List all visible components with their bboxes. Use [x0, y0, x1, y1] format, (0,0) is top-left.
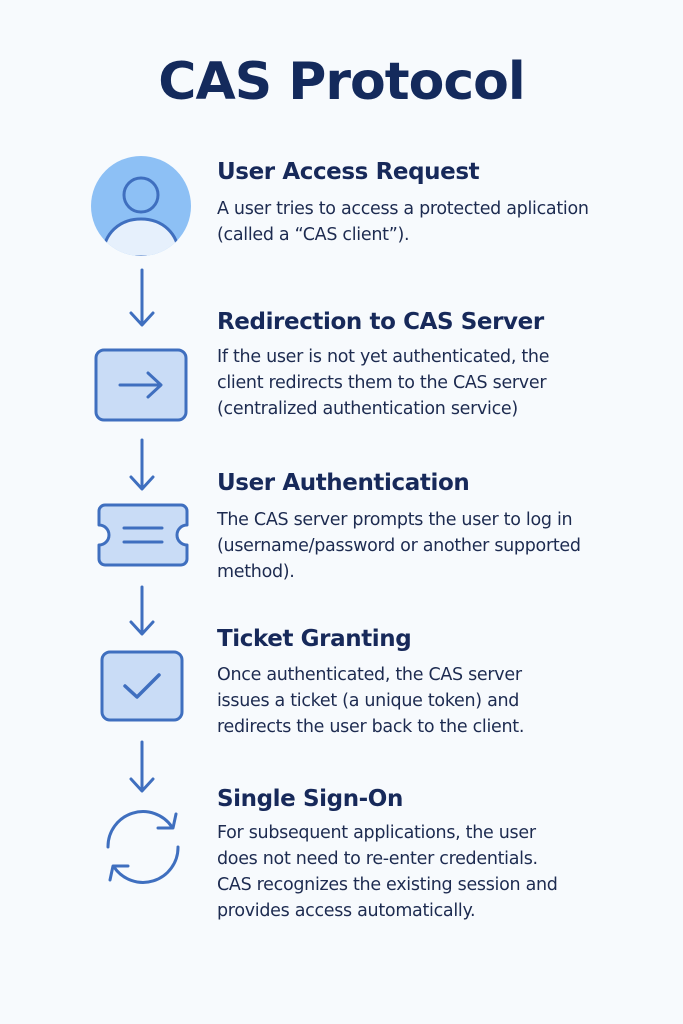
refresh-cycle-icon	[102, 806, 184, 888]
ticket-icon	[97, 503, 189, 567]
description-line: CAS recognizes the existing session and	[217, 875, 558, 895]
description-line: For subsequent applications, the user	[217, 823, 536, 843]
description-line: provides access automatically.	[217, 901, 476, 921]
step-description-ticket-granting: Once authenticated, the CAS server issue…	[217, 662, 657, 740]
step-description-single-sign-on: For subsequent applications, the user do…	[217, 820, 657, 924]
step-description-user-access-request: A user tries to access a protected aplic…	[217, 196, 657, 248]
arrow-right-box-icon	[94, 348, 188, 422]
down-arrow-icon	[128, 268, 156, 332]
description-line: (centralized authentication service)	[217, 399, 518, 419]
step-description-user-authentication: The CAS server prompts the user to log i…	[217, 507, 657, 585]
step-title-redirection: Redirection to CAS Server	[217, 309, 544, 335]
description-line: The CAS server prompts the user to log i…	[217, 510, 573, 530]
user-icon	[90, 155, 192, 257]
description-line: If the user is not yet authenticated, th…	[217, 347, 550, 367]
step-title-user-access-request: User Access Request	[217, 159, 480, 185]
down-arrow-icon	[128, 740, 156, 798]
description-line: client redirects them to the CAS server	[217, 373, 547, 393]
step-description-redirection: If the user is not yet authenticated, th…	[217, 344, 657, 422]
step-title-ticket-granting: Ticket Granting	[217, 626, 412, 652]
description-line: redirects the user back to the client.	[217, 717, 525, 737]
description-line: (called a “CAS client”).	[217, 225, 410, 245]
description-line: A user tries to access a protected aplic…	[217, 199, 589, 219]
description-line: method).	[217, 562, 295, 582]
description-line: does not need to re-enter credentials.	[217, 849, 538, 869]
page-title: CAS Protocol	[158, 52, 525, 112]
step-title-user-authentication: User Authentication	[217, 470, 470, 496]
checkmark-box-icon	[100, 650, 184, 722]
down-arrow-icon	[128, 585, 156, 641]
step-title-single-sign-on: Single Sign-On	[217, 786, 403, 812]
description-line: issues a ticket (a unique token) and	[217, 691, 520, 711]
description-line: (username/password or another supported	[217, 536, 581, 556]
down-arrow-icon	[128, 438, 156, 496]
description-line: Once authenticated, the CAS server	[217, 665, 522, 685]
